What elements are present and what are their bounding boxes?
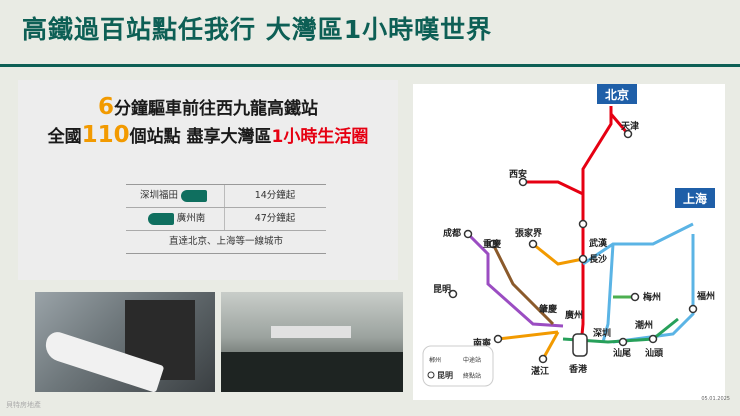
info-panel: 6分鐘驅車前往西九龍高鐵站 全國110個站點 盡享大灣區1小時生活圈 深圳福田 … bbox=[18, 80, 398, 280]
table-row: 廣州南 47分鐘起 bbox=[126, 208, 326, 231]
city-wuhan: 武漢 bbox=[589, 237, 608, 249]
city-xian: 西安 bbox=[509, 168, 527, 180]
city-kunming: 昆明 bbox=[433, 284, 451, 295]
footer-date: 05.01.2025 bbox=[701, 396, 730, 402]
headline2-prefix: 全國 bbox=[47, 127, 82, 147]
headline2-mid: 個站點 盡享大灣區 bbox=[129, 127, 272, 147]
city-chaozhou: 潮州 bbox=[635, 319, 653, 331]
city-zhaoqing: 肇慶 bbox=[539, 303, 558, 315]
legend-mid: 中途站 bbox=[463, 356, 481, 364]
legend-end-sample: 昆明 bbox=[437, 370, 453, 380]
city-shenzhen: 深圳 bbox=[593, 327, 611, 339]
station-cell: 廣州南 bbox=[126, 208, 225, 230]
departure-sign bbox=[271, 326, 351, 338]
city-meizhou: 梅州 bbox=[643, 291, 661, 303]
city-chengdu: 成都 bbox=[443, 227, 461, 239]
city-zhanjiang: 湛江 bbox=[531, 365, 549, 377]
train-icon bbox=[147, 212, 174, 225]
header: 高鐵過百站點任我行 大灣區1小時嘆世界 bbox=[0, 0, 740, 67]
headline-line2: 全國110個站點 盡享大灣區1小時生活圈 bbox=[18, 122, 398, 148]
city-zhangjiajie: 張家界 bbox=[515, 227, 542, 239]
travel-time-table: 深圳福田 14分鐘起 廣州南 47分鐘起 直達北京、上海等一線城市 bbox=[126, 184, 326, 254]
minutes-number: 6 bbox=[97, 94, 114, 120]
city-chongqing: 重慶 bbox=[483, 238, 502, 250]
headline2-highlight: 1小時生活圈 bbox=[271, 127, 369, 147]
city-beijing: 北京 bbox=[605, 87, 629, 102]
station-hall-photo bbox=[221, 292, 403, 392]
city-guangzhou: 廣州 bbox=[565, 309, 583, 321]
city-hongkong: 香港 bbox=[568, 363, 588, 375]
station-platform-photo bbox=[35, 292, 215, 392]
city-tianjin: 天津 bbox=[621, 120, 639, 132]
city-shanghai: 上海 bbox=[683, 191, 707, 206]
station-count: 110 bbox=[81, 122, 130, 148]
table-row: 深圳福田 14分鐘起 bbox=[126, 185, 326, 208]
time-cell: 14分鐘起 bbox=[254, 190, 296, 201]
page-title: 高鐵過百站點任我行 大灣區1小時嘆世界 bbox=[22, 15, 493, 44]
legend-mid-sample: 郴州 bbox=[429, 356, 441, 364]
rail-map: 北京 上海 天津 西安 武漢 長沙 成都 重慶 張家界 昆明 梅州 福州 廣州 … bbox=[413, 84, 725, 400]
city-shanwei: 汕尾 bbox=[613, 347, 631, 359]
crowd-image bbox=[221, 352, 403, 392]
station-cell: 深圳福田 bbox=[126, 185, 225, 207]
legend-end: 終點站 bbox=[463, 372, 481, 380]
station-name: 深圳福田 bbox=[139, 190, 178, 201]
city-fuzhou: 福州 bbox=[696, 290, 715, 302]
headline1-text: 分鐘驅車前往西九龍高鐵站 bbox=[114, 99, 318, 119]
city-shantou: 汕頭 bbox=[645, 347, 664, 359]
time-cell: 47分鐘起 bbox=[254, 213, 296, 224]
title-divider bbox=[0, 64, 740, 67]
headline-line1: 6分鐘驅車前往西九龍高鐵站 bbox=[18, 94, 398, 120]
table-footer: 直達北京、上海等一線城市 bbox=[126, 231, 326, 254]
footer-brand: 貝特房地產 bbox=[6, 401, 41, 409]
rail-map-svg: 北京 上海 天津 西安 武漢 長沙 成都 重慶 張家界 昆明 梅州 福州 廣州 … bbox=[422, 84, 715, 387]
station-name: 廣州南 bbox=[176, 213, 206, 224]
train-icon bbox=[181, 189, 207, 202]
city-changsha: 長沙 bbox=[589, 254, 607, 265]
